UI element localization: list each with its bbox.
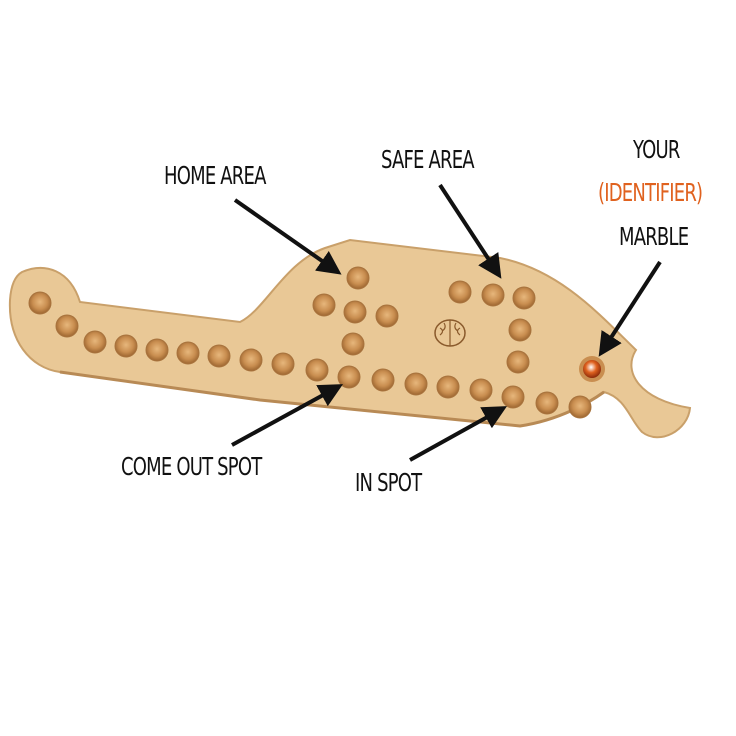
identifier-label: (IDENTIFIER): [598, 178, 703, 207]
board-hole: [145, 338, 169, 362]
board-hole: [448, 280, 472, 304]
identifier-marble: [579, 356, 605, 382]
brain-logo: [434, 319, 466, 347]
board-hole: [501, 385, 525, 409]
board-holes: [28, 266, 592, 419]
board-hole: [375, 304, 399, 328]
board-hole: [341, 332, 365, 356]
come-out-spot-label: COME OUT SPOT: [121, 452, 262, 481]
board-hole: [337, 365, 361, 389]
board-hole: [436, 375, 460, 399]
board-hole: [28, 291, 52, 315]
board-hole: [346, 266, 370, 290]
board-hole: [568, 395, 592, 419]
your-label: YOUR: [633, 135, 680, 164]
board-hole: [481, 283, 505, 307]
board-hole: [371, 368, 395, 392]
home-area-label: HOME AREA: [164, 161, 266, 190]
board-hole: [312, 293, 336, 317]
marble-label: MARBLE: [619, 222, 689, 251]
board-hole: [469, 378, 493, 402]
arrows: [231, 183, 662, 462]
board-hole: [271, 352, 295, 376]
board-hole: [508, 318, 532, 342]
board-hole: [535, 391, 559, 415]
board-hole: [305, 358, 329, 382]
in-spot-label: IN SPOT: [355, 468, 422, 497]
board-hole: [506, 350, 530, 374]
board-hole: [512, 286, 536, 310]
board-hole: [239, 348, 263, 372]
safe-area-label: SAFE AREA: [381, 145, 475, 174]
board-hole: [83, 330, 107, 354]
board-hole: [55, 314, 79, 338]
board-hole: [176, 341, 200, 365]
board-hole: [404, 372, 428, 396]
board-hole: [343, 300, 367, 324]
board-hole: [114, 334, 138, 358]
board-hole: [207, 344, 231, 368]
